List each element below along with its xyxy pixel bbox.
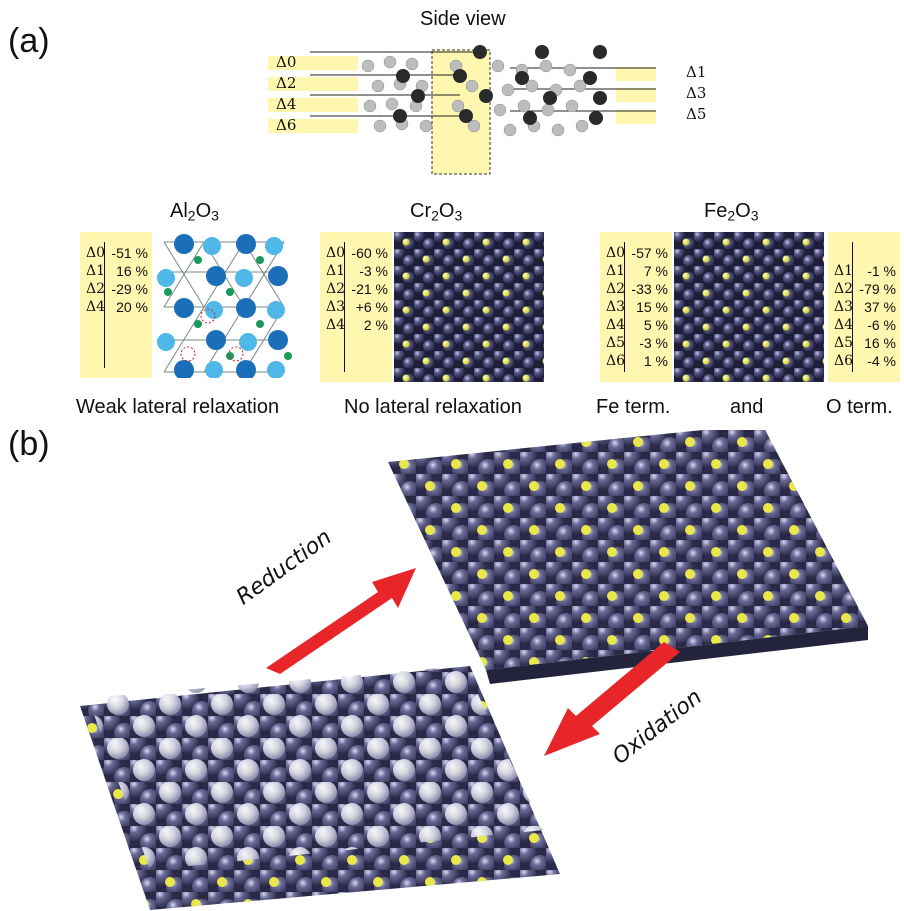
cr2o3-relaxation-table: Δ0 Δ1 Δ2 Δ3 Δ4 -60 % -3 % -21 % +6 % 2 %	[320, 232, 392, 382]
cr2o3-title: Cr2O3	[410, 200, 463, 224]
delta-label: Δ0	[606, 245, 626, 261]
o-term-relaxation-table: Δ1 Δ2 Δ3 Δ4 Δ5 Δ6 -1 % -79 % 37 % -6 % 1…	[828, 232, 900, 382]
relaxation-value: -79 %	[859, 281, 896, 297]
relaxation-value: -1 %	[867, 263, 896, 279]
cr2o3-top-view	[394, 232, 544, 382]
side-view-left-labels: Δ0 Δ2 Δ4 Δ6	[276, 52, 296, 136]
delta-label: Δ6	[834, 353, 854, 369]
delta-label: Δ4	[606, 317, 626, 333]
fe-term-relaxation-table: Δ0 Δ1 Δ2 Δ3 Δ4 Δ5 Δ6 -57 % 7 % -33 % 15 …	[600, 232, 672, 382]
delta-label: Δ2	[606, 281, 626, 297]
al2o3-top-view	[154, 232, 294, 378]
relaxation-value: 37 %	[864, 299, 896, 315]
reduced-surface-slab	[388, 430, 868, 684]
redox-scheme	[80, 430, 868, 910]
side-delta-label: Δ4	[276, 95, 297, 113]
relaxation-value: -57 %	[631, 245, 668, 261]
side-view-diagram	[268, 45, 656, 175]
side-delta-label: Δ6	[276, 116, 297, 134]
o-term-caption: O term.	[826, 396, 893, 418]
relaxation-value: 15 %	[636, 299, 668, 315]
relaxation-value: -33 %	[631, 281, 668, 297]
al2o3-caption: Weak lateral relaxation	[76, 396, 280, 418]
relaxation-value: 1 %	[643, 353, 668, 369]
al2o3-relaxation-table: Δ0 Δ1 Δ2 Δ4 -51 % 16 % -29 % 20 %	[80, 232, 152, 378]
delta-label: Δ4	[834, 317, 854, 333]
delta-label: Δ5	[606, 335, 626, 351]
side-delta-label: Δ1	[686, 63, 707, 81]
relaxation-value: -3 %	[359, 263, 388, 279]
delta-label: Δ0	[86, 245, 106, 261]
and-caption: and	[730, 396, 764, 418]
delta-label: Δ2	[326, 281, 346, 297]
side-view-title: Side view	[420, 8, 506, 30]
delta-label: Δ3	[606, 299, 626, 315]
relaxation-value: 16 %	[864, 335, 896, 351]
relaxation-value: -60 %	[351, 245, 388, 261]
fe2o3-title: Fe2O3	[704, 200, 759, 224]
delta-label: Δ1	[606, 263, 626, 279]
relaxation-value: -4 %	[867, 353, 896, 369]
relaxation-value: 16 %	[116, 263, 148, 279]
delta-label: Δ4	[326, 317, 346, 333]
fe2o3-top-view	[674, 232, 824, 382]
delta-label: Δ5	[834, 335, 854, 351]
panel-a-label: (a)	[8, 22, 50, 60]
delta-label: Δ1	[326, 263, 346, 279]
delta-label: Δ0	[326, 245, 346, 261]
relaxation-value: -6 %	[867, 317, 896, 333]
delta-label: Δ3	[326, 299, 346, 315]
panel-b-label: (b)	[8, 425, 50, 463]
relaxation-value: -21 %	[351, 281, 388, 297]
side-delta-label: Δ0	[276, 53, 297, 71]
delta-label: Δ4	[86, 299, 106, 315]
side-view-right-labels: Δ1 Δ3 Δ5	[686, 62, 706, 125]
side-delta-label: Δ2	[276, 74, 297, 92]
fe-term-caption: Fe term.	[596, 396, 671, 418]
delta-label: Δ1	[86, 263, 106, 279]
relaxation-value: -51 %	[111, 245, 148, 261]
relaxation-value: 20 %	[116, 299, 148, 315]
relaxation-value: -3 %	[639, 335, 668, 351]
delta-label: Δ3	[834, 299, 854, 315]
relaxation-value: 2 %	[363, 317, 388, 333]
delta-label: Δ6	[606, 353, 626, 369]
relaxation-value: -29 %	[111, 281, 148, 297]
al2o3-title: Al2O3	[170, 200, 219, 224]
side-delta-label: Δ5	[686, 105, 707, 123]
cr2o3-caption: No lateral relaxation	[344, 396, 522, 418]
side-delta-label: Δ3	[686, 84, 707, 102]
delta-label: Δ2	[86, 281, 106, 297]
reduction-arrow	[266, 568, 416, 674]
oxidized-surface-slab	[80, 666, 560, 910]
oxidation-arrow	[544, 642, 680, 756]
relaxation-value: +6 %	[355, 299, 388, 315]
delta-label: Δ2	[834, 281, 854, 297]
delta-label: Δ1	[834, 263, 854, 279]
side-view-atoms	[361, 45, 607, 137]
relaxation-value: 7 %	[643, 263, 668, 279]
relaxation-value: 5 %	[643, 317, 668, 333]
